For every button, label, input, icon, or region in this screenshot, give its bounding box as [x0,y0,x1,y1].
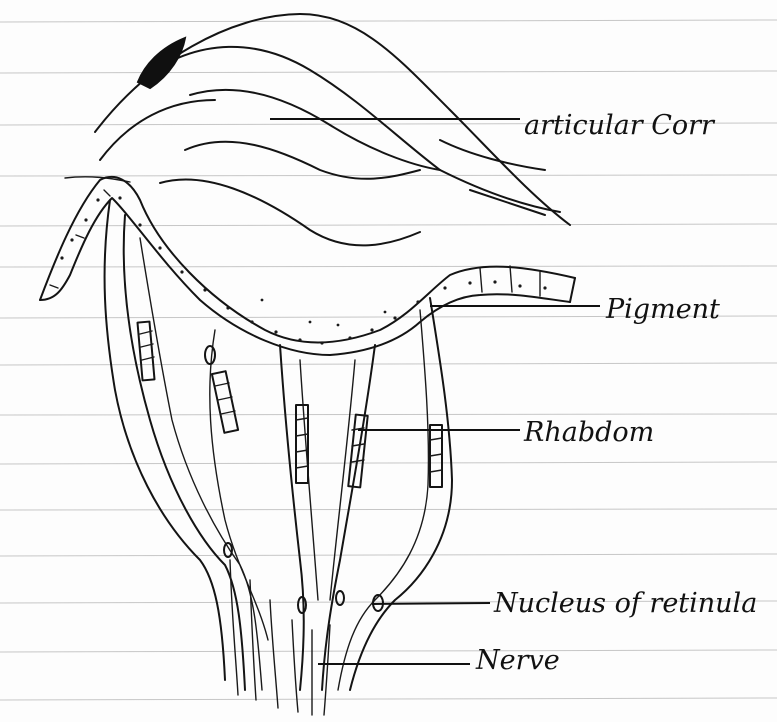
label-nucleus-of-retinula: Nucleus of retinula [493,588,757,619]
label-nerve: Nerve [475,645,560,676]
rhabdom-segment [430,425,442,487]
cornea-lens [65,14,570,245]
pigment-mark [138,38,185,88]
leader-lines [270,119,600,664]
leader-nucleus [372,603,490,604]
ommatidium-walls [105,200,452,690]
label-pigment: Pigment [605,294,720,325]
retinula-nuclei [205,346,383,613]
rhabdom-segment [137,322,154,381]
retinular-cells [230,345,375,715]
pigment-band [40,177,575,355]
labels: articular Corr Pigment Rhabdom Nucleus o… [475,110,757,676]
label-rhabdom: Rhabdom [523,417,654,448]
rhabdom-segment [212,371,238,433]
label-articular-cornea: articular Corr [524,110,716,141]
